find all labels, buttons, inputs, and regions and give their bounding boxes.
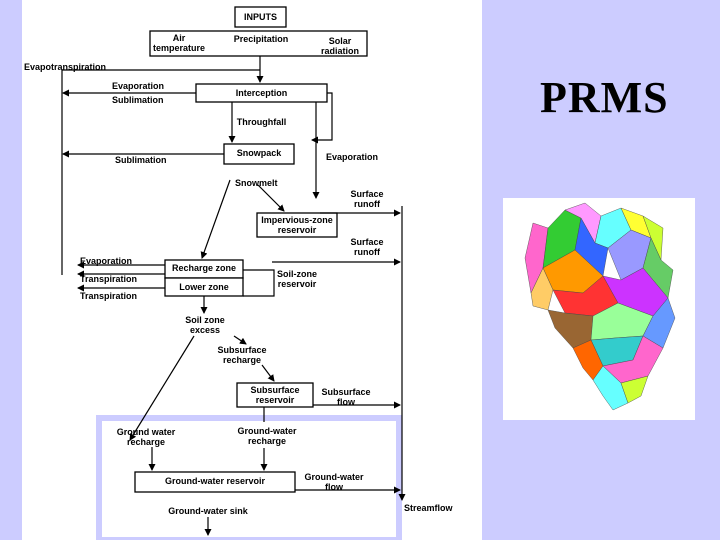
evaporation-low-label: Evaporation <box>80 256 133 266</box>
ground-water-reservoir-box <box>134 471 296 493</box>
watershed-map-image <box>524 202 676 411</box>
evapotranspiration-label: Evapotranspiration <box>24 62 107 72</box>
evaporation-top-label: Evaporation <box>112 81 165 91</box>
transpiration-1-label: Transpiration <box>80 274 138 284</box>
ground-water-reservoir-label: Ground-water reservoir <box>164 476 266 486</box>
slide-title: PRMS <box>540 73 669 122</box>
impervious-reservoir-box <box>256 212 338 238</box>
interception-label: Interception <box>235 88 288 98</box>
ground-water-flow-label: Ground-water flow <box>304 472 364 492</box>
throughfall-label: Throughfall <box>236 117 287 127</box>
subsurface-reservoir-box <box>236 382 314 408</box>
air-temperature-label: Air temperature <box>152 33 206 53</box>
snowmelt-label: Snowmelt <box>235 178 278 188</box>
watershed-map-panel <box>503 198 695 420</box>
groundwater-frame <box>96 415 402 540</box>
sublimation-mid-label: Sublimation <box>115 155 167 165</box>
sublimation-top-label: Sublimation <box>112 95 164 105</box>
ground-water-recharge-2-label: Ground-water recharge <box>237 426 297 446</box>
soil-zone-reservoir-label: Soil-zone reservoir <box>277 269 317 289</box>
impervious-zone-reservoir-label: Impervious-zone reservoir <box>261 215 333 235</box>
lower-zone-label: Lower zone <box>179 282 229 292</box>
ground-water-sink-label: Ground-water sink <box>168 506 248 516</box>
flow-diagram-graphics <box>61 6 406 540</box>
surface-runoff-1-label: Surface runoff <box>350 189 384 209</box>
ground-water-recharge-1-label: Ground water recharge <box>116 427 176 447</box>
subsurface-recharge-label: Subsurface recharge <box>217 345 267 365</box>
subsurface-flow-label: Subsurface flow <box>321 387 371 407</box>
solar-radiation-label: Solar radiation <box>320 36 359 56</box>
snowpack-label: Snowpack <box>236 148 282 158</box>
inputs-box <box>234 6 287 28</box>
subsurface-reservoir-label: Subsurface reservoir <box>250 385 300 405</box>
precipitation-label: Precipitation <box>233 34 289 44</box>
recharge-zone-label: Recharge zone <box>171 263 237 273</box>
prms-flow-diagram: INPUTS Air temperature Precipitation Sol… <box>22 0 482 540</box>
streamflow-label: Streamflow <box>404 503 453 513</box>
transpiration-2-label: Transpiration <box>80 291 138 301</box>
surface-runoff-2-label: Surface runoff <box>350 237 384 257</box>
soil-zone-excess-label: Soil zone excess <box>185 315 225 335</box>
inputs-label: INPUTS <box>243 12 277 22</box>
inputs-bar <box>149 30 368 57</box>
evaporation-mid-label: Evaporation <box>326 152 379 162</box>
